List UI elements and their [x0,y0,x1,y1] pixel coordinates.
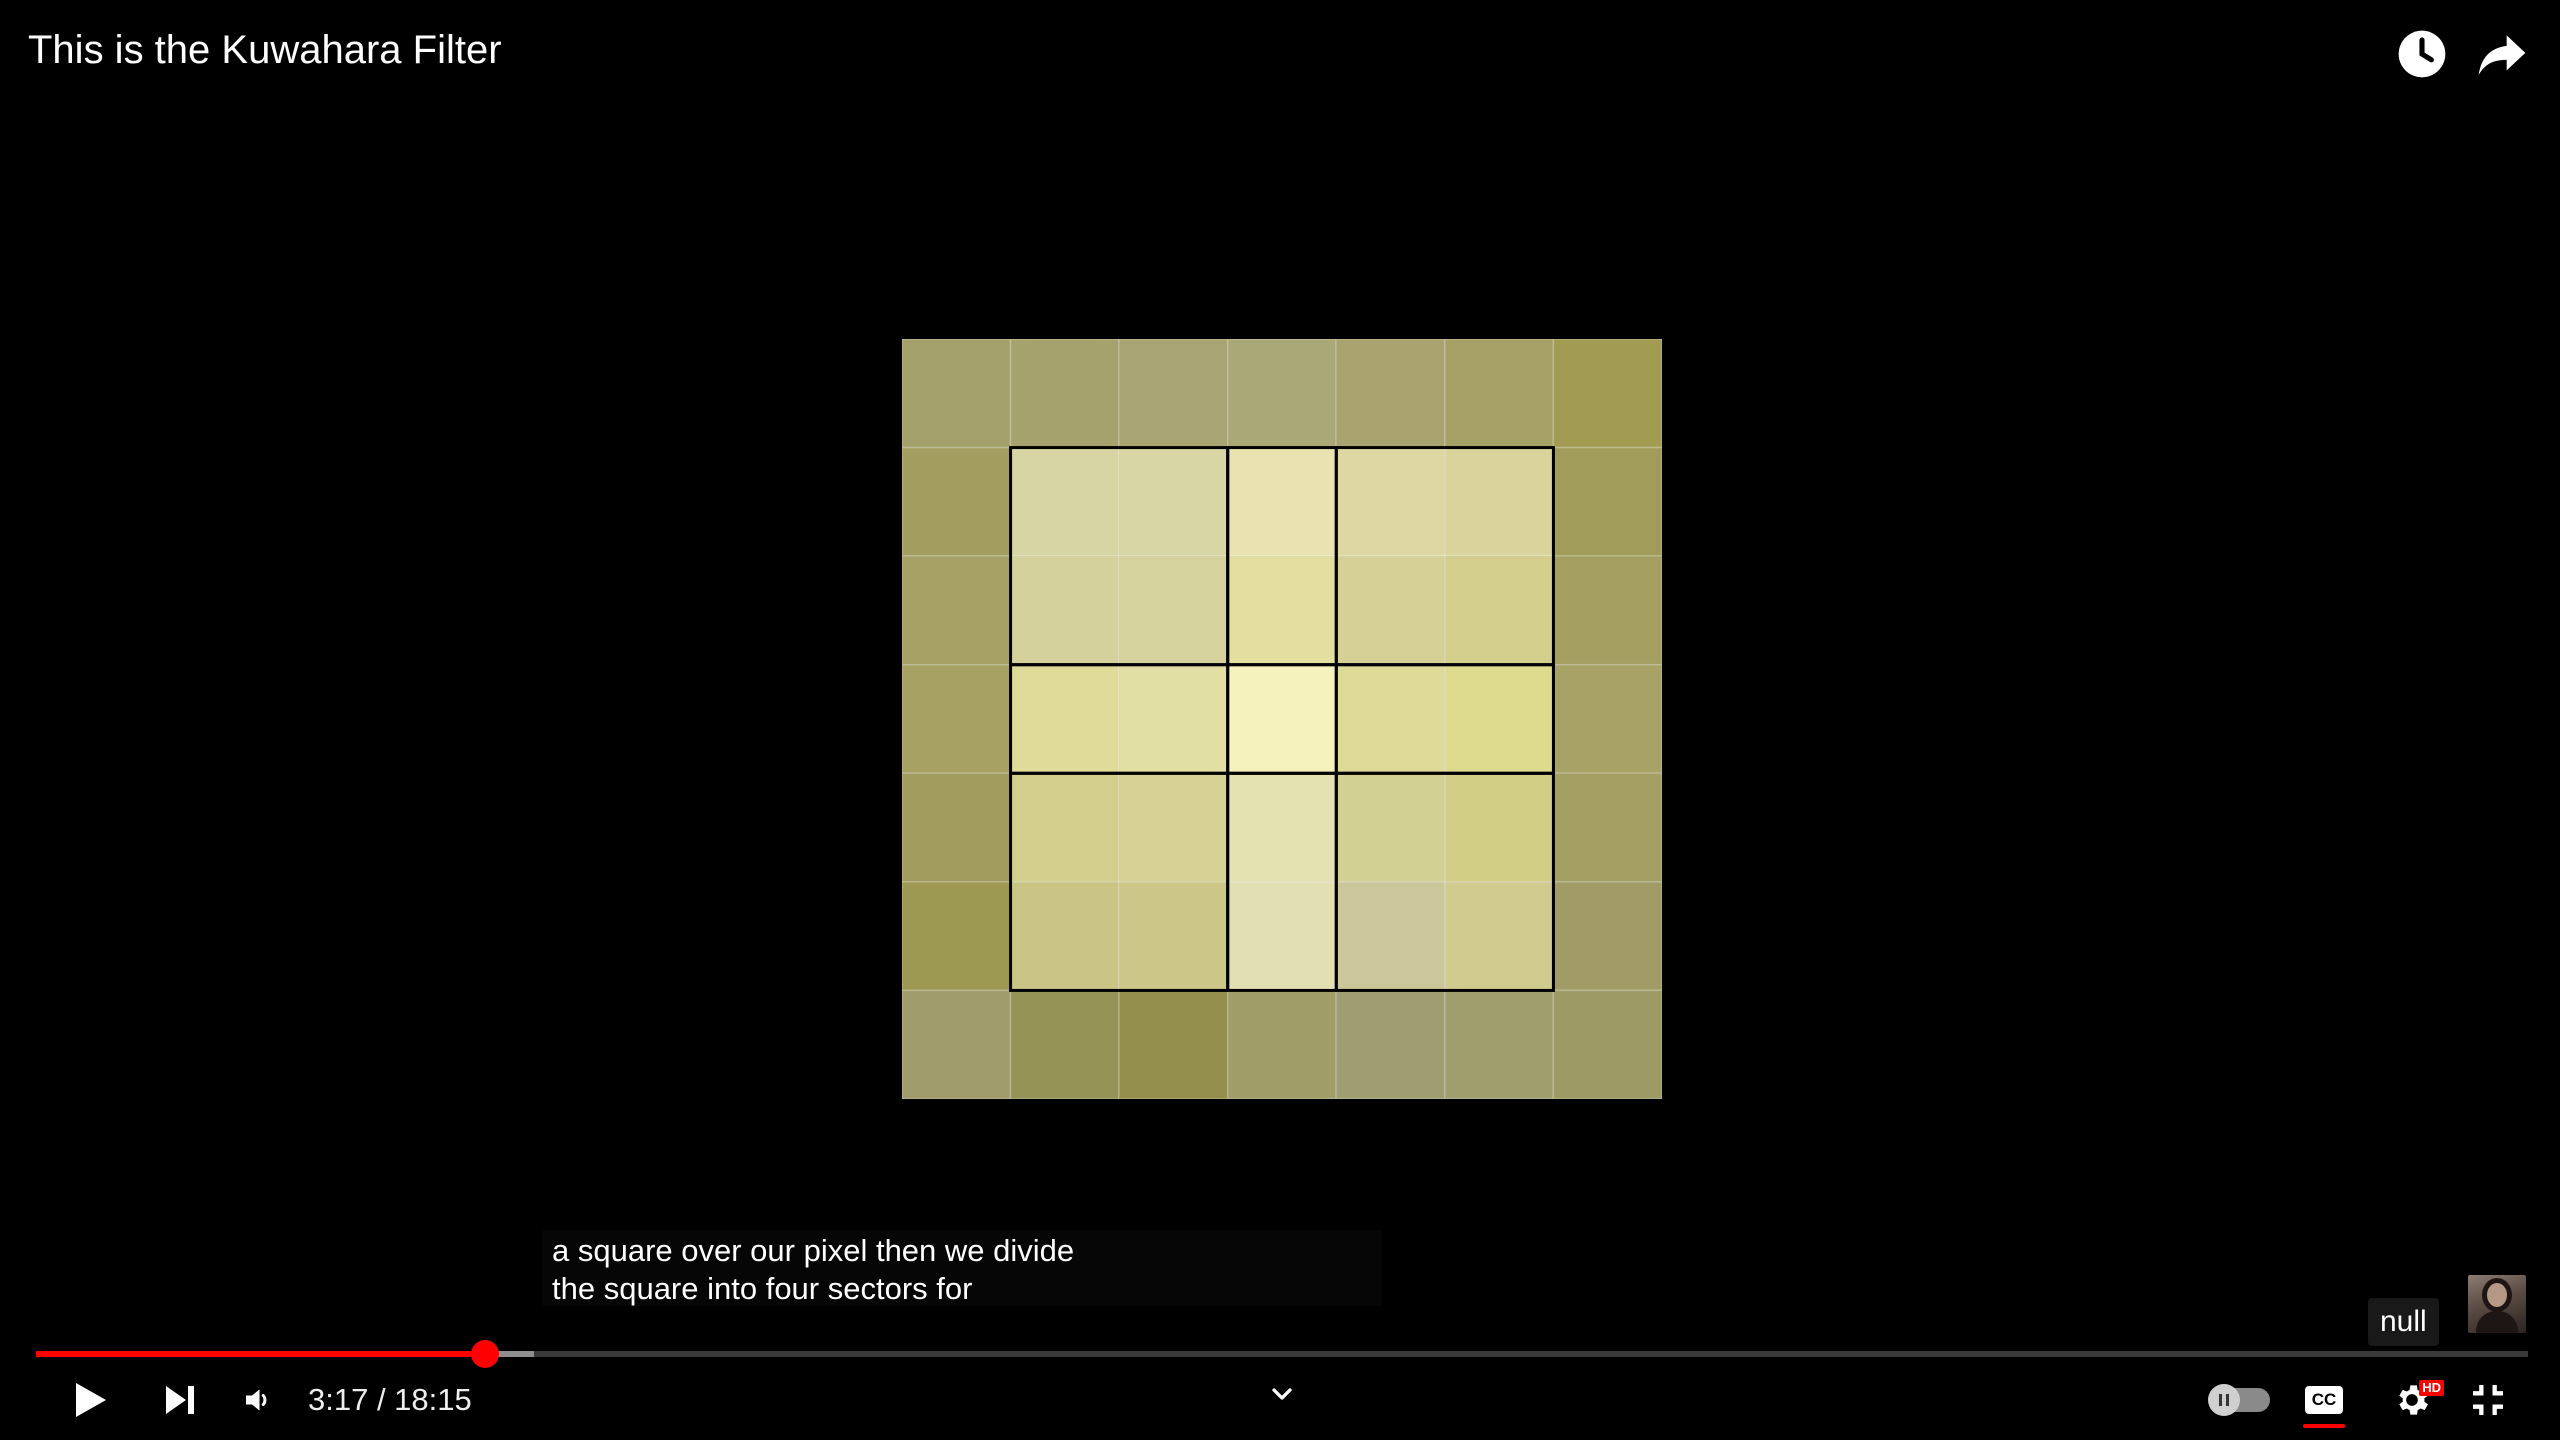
pixel-cell [1444,555,1555,666]
video-frame[interactable] [902,339,1662,1099]
pixel-cell [1226,881,1338,992]
volume-icon [246,1389,267,1411]
next-button[interactable] [148,1368,212,1432]
pixel-cell [1118,446,1229,557]
pixel-cell [1552,663,1662,775]
pixel-cell [1226,339,1338,449]
play-button[interactable] [56,1368,120,1432]
pixel-cell [1118,989,1229,1099]
pixel-cell [1335,881,1446,992]
settings-button[interactable]: HD [2372,1368,2452,1432]
channel-avatar[interactable] [2468,1275,2526,1333]
caption-line-2: the square into four sectors for [552,1271,973,1306]
pixel-cell [1226,663,1338,775]
pixel-cell [902,446,1012,557]
pixel-cell [1444,339,1555,449]
pixel-cell [1552,555,1662,666]
pixel-cell [1444,989,1555,1099]
mute-button[interactable] [226,1368,290,1432]
share-arrow-icon [2478,35,2526,75]
pixel-cell [1552,339,1662,449]
pixel-cell [1552,772,1662,883]
subtitles-button[interactable]: CC [2292,1368,2356,1432]
avatar-head [2487,1283,2507,1307]
pixel-cell [1335,989,1446,1099]
pixel-cell [1335,772,1446,883]
caption-window: a square over our pixel then we divide t… [542,1230,1382,1306]
kernel-sector-outline [1334,771,1555,992]
chapter-expand-button[interactable] [1250,1362,1314,1426]
video-title[interactable]: This is the Kuwahara Filter [28,28,502,72]
progress-scrubber[interactable] [470,1340,499,1368]
pixel-cell [1226,555,1338,666]
hd-badge: HD [2419,1380,2444,1396]
pixel-cell [1009,881,1120,992]
pixel-cell [1118,772,1229,883]
pixel-cell [1226,989,1338,1099]
cc-active-indicator [2303,1424,2345,1428]
pixel-cell [1444,663,1555,775]
pixel-cell [1118,555,1229,666]
caption-line-1: a square over our pixel then we divide [552,1233,1075,1268]
pixel-cell [1118,663,1229,775]
watch-later-button[interactable] [2390,22,2454,86]
pixel-cell [1009,339,1120,449]
pixel-cell [1118,881,1229,992]
pixel-cell [1226,772,1338,883]
pixel-cell [902,772,1012,883]
pixel-cell [1335,663,1446,775]
autoplay-knob [2208,1384,2240,1416]
pixel-cell [1552,446,1662,557]
pixel-cell [1444,446,1555,557]
tooltip: null [2368,1298,2439,1346]
autoplay-toggle[interactable] [2200,1368,2280,1432]
pixel-cell [1009,663,1120,775]
pixel-cell [1226,446,1338,557]
cc-label: CC [2311,1390,2337,1409]
exit-fullscreen-icon [2473,1385,2503,1415]
time-display: 3:17 / 18:15 [308,1382,472,1417]
progress-bar[interactable] [36,1340,2528,1368]
autoplay-toggle-icon [2208,1384,2270,1416]
exit-fullscreen-button[interactable] [2456,1368,2520,1432]
pixel-cell [1335,339,1446,449]
pixel-cell [1009,446,1120,557]
clock-icon [2398,30,2446,78]
pixel-cell [1335,555,1446,666]
chevron-down-icon [1272,1388,1292,1400]
next-icon [166,1386,194,1414]
pixel-cell [1009,989,1120,1099]
pixel-cell [1118,339,1229,449]
share-button[interactable] [2470,22,2534,86]
play-icon [76,1383,106,1417]
pixel-cell [902,555,1012,666]
pixel-cell [902,663,1012,775]
progress-played [36,1351,485,1357]
pixel-cell [1444,772,1555,883]
avatar-body [2476,1311,2518,1333]
pixel-cell [1444,881,1555,992]
pixel-cell [1552,989,1662,1099]
pixel-cell [1009,555,1120,666]
pixel-cell [1335,446,1446,557]
cc-icon: CC [2303,1386,2345,1428]
pixel-cell [902,339,1012,449]
pixel-cell [902,881,1012,992]
pixel-cell [902,989,1012,1099]
pixel-cell [1009,772,1120,883]
pixel-cell [1552,881,1662,992]
